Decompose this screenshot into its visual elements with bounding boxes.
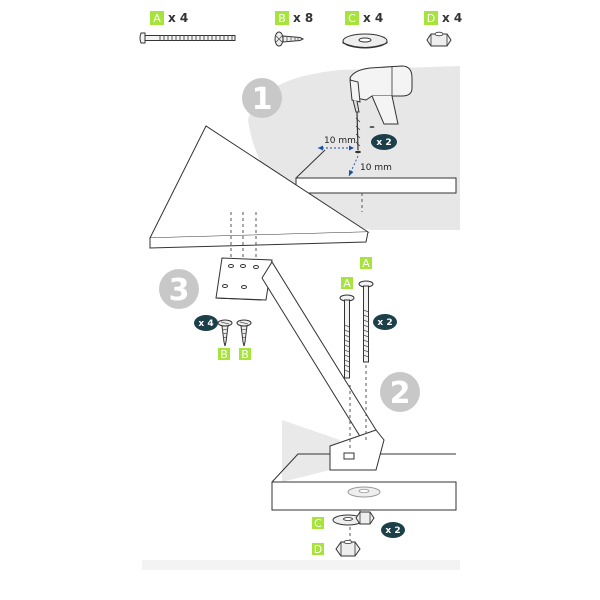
washer-c-tag	[312, 517, 324, 529]
nut-d-icon	[335, 540, 361, 557]
screw-b2-tag	[239, 348, 251, 360]
nut-small-icon	[355, 511, 375, 525]
screw-b1-icon	[217, 319, 233, 347]
part-a-letter: A	[153, 12, 161, 25]
badge-screws: x 4	[194, 315, 218, 331]
step-2-number: 2	[390, 376, 411, 411]
alignment-lines	[224, 212, 257, 300]
screw-b2-icon	[236, 319, 252, 347]
badge-bolts-text: x 2	[377, 318, 392, 328]
screw-b2-letter: B	[241, 348, 249, 361]
step-1-circle	[242, 78, 282, 118]
bolt-a2-icon	[358, 280, 374, 363]
badge-washer-text: x 2	[385, 526, 400, 536]
part-d-letter: D	[427, 12, 435, 25]
step-2-circle	[380, 372, 420, 412]
bracket-foot	[329, 429, 385, 471]
screw-b1-tag	[218, 348, 230, 360]
dimension-vertical-label: 10 mm	[360, 163, 392, 173]
part-b-count: x 8	[293, 11, 313, 25]
part-c-count: x 4	[363, 11, 383, 25]
step-3: 3 x 4 B B	[159, 269, 252, 361]
dimension-horizontal-label: 10 mm	[324, 136, 356, 146]
part-a-tag	[150, 11, 164, 25]
drill-icon	[349, 65, 413, 151]
badge-washer: x 2	[381, 522, 405, 538]
part-a-count: x 4	[168, 11, 188, 25]
step-2: 2 A A x 2 C	[271, 257, 457, 557]
part-b-tag	[275, 11, 289, 25]
bolt-a2-letter: A	[362, 257, 370, 270]
second-hole-mark	[369, 126, 375, 128]
floor-area	[142, 560, 460, 570]
parts-legend: A x 4 B x 8 C x 4 D x 4	[139, 11, 462, 49]
bolt-a1-icon	[339, 294, 355, 379]
step-2-shade	[282, 420, 340, 482]
step-3-circle	[159, 269, 199, 309]
bracket	[215, 257, 377, 447]
washer-c-letter: C	[314, 517, 322, 530]
badge-screws-text: x 4	[198, 319, 213, 329]
drill-hole-mark	[355, 150, 361, 154]
nut-icon	[426, 31, 452, 47]
nut-d-tag	[312, 543, 324, 555]
part-d-count: x 4	[442, 11, 462, 25]
dimension-vertical: 10 mm	[348, 155, 392, 177]
washer-under-board-icon	[347, 486, 381, 498]
step-3-number: 3	[169, 273, 190, 308]
washer-c-icon	[332, 514, 364, 526]
part-b-letter: B	[278, 12, 286, 25]
bracket-foot-slot	[343, 452, 355, 460]
bolt-icon	[139, 32, 236, 44]
part-c-letter: C	[348, 12, 356, 25]
badge-bolts: x 2	[373, 314, 397, 330]
step-1-number: 1	[252, 82, 273, 117]
screw-icon	[274, 31, 305, 47]
nut-d-letter: D	[314, 543, 322, 556]
badge-drill-text: x 2	[376, 138, 391, 148]
part-c-tag	[345, 11, 359, 25]
badge-drill: x 2	[371, 134, 397, 150]
bolt-a2-tag	[360, 257, 372, 269]
washer-icon	[342, 33, 388, 49]
bolt-a1-tag	[341, 277, 353, 289]
dimension-horizontal: 10 mm	[318, 136, 356, 151]
bolt-a1-letter: A	[343, 277, 351, 290]
part-d-tag	[424, 11, 438, 25]
screw-b1-letter: B	[220, 348, 228, 361]
tabletop	[149, 125, 370, 249]
